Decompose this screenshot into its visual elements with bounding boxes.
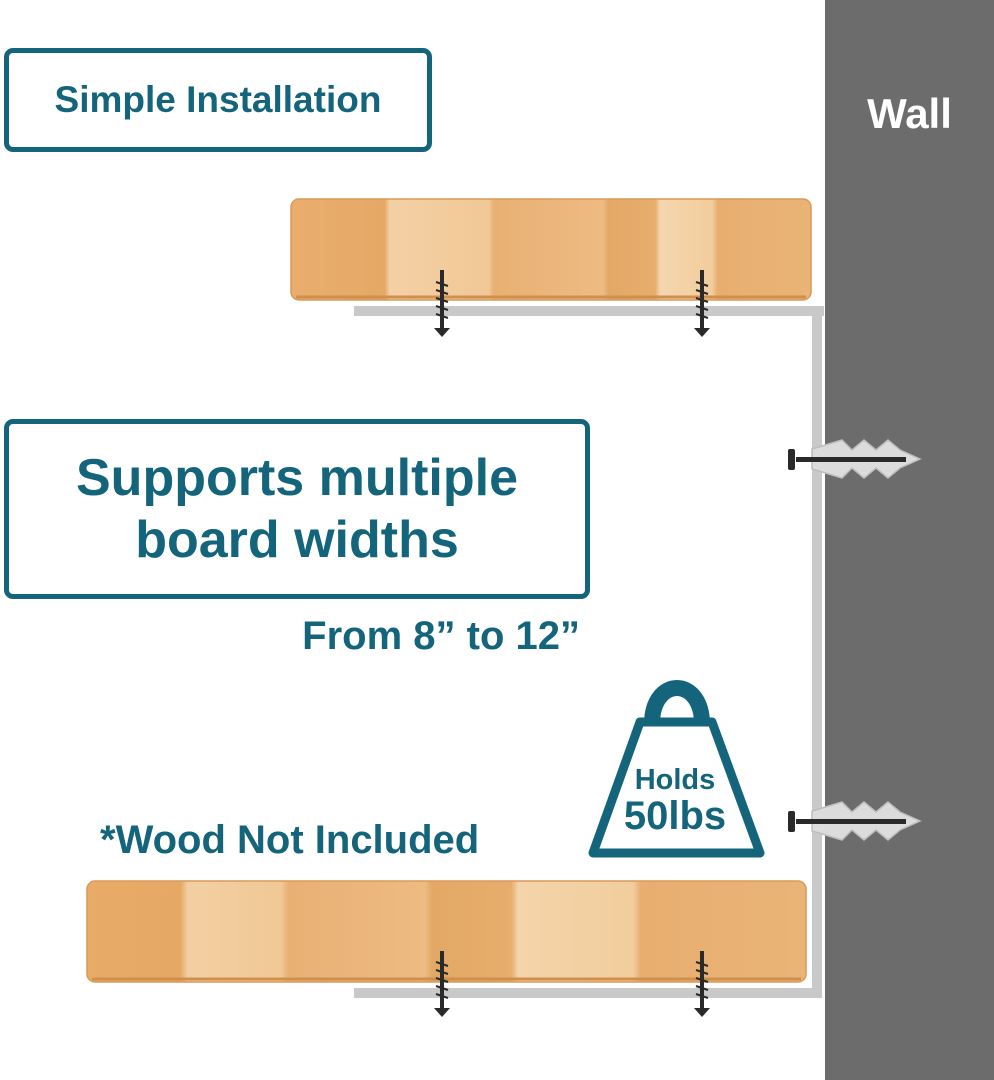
supports-line-1: Supports multiple (76, 449, 518, 507)
screw-icon (694, 270, 710, 337)
width-range-text: From 8” to 12” (302, 614, 580, 658)
wall-label: Wall (867, 90, 952, 137)
wall-anchor-icon (788, 439, 922, 479)
supports-line-2: board widths (135, 511, 459, 569)
simple-installation-box: Simple Installation (4, 48, 432, 152)
screw-icon (434, 270, 450, 337)
wood-board-icon (290, 198, 812, 301)
weight-icon (588, 680, 765, 858)
wood-not-included-note: *Wood Not Included (100, 818, 480, 862)
wood-board-icon (86, 880, 807, 983)
bracket-icon (354, 306, 824, 998)
weight-label-holds: Holds (634, 764, 716, 796)
supports-widths-box: Supports multiple board widths (4, 419, 590, 599)
wall-panel (825, 0, 994, 1080)
screw-icon (694, 951, 710, 1017)
screw-icon (434, 951, 450, 1017)
wall-anchor-icon (788, 801, 922, 841)
simple-installation-title: Simple Installation (54, 79, 382, 120)
weight-label-capacity: 50lbs (623, 794, 727, 838)
